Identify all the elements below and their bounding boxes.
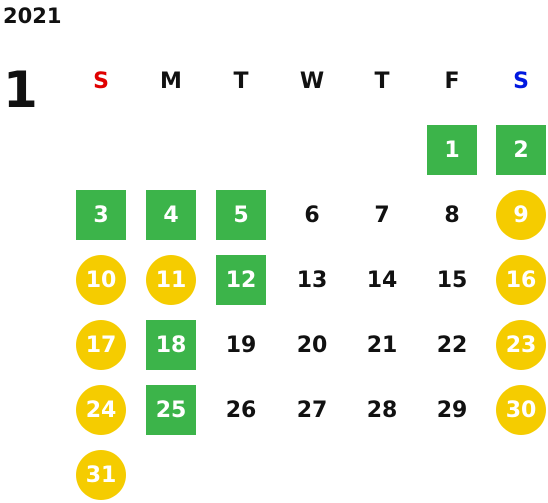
weekday-thu: T <box>374 69 390 94</box>
day-cell: 19 <box>225 332 257 358</box>
day-cell: 28 <box>366 397 398 423</box>
day-cell: 9 <box>496 190 546 240</box>
day-cell: 26 <box>225 397 257 423</box>
day-cell: 15 <box>436 267 468 293</box>
weekday-sun: S <box>93 69 109 94</box>
day-cell: 25 <box>146 385 196 435</box>
day-cell: 4 <box>146 190 196 240</box>
day-cell: 8 <box>444 202 460 228</box>
day-cell: 18 <box>146 320 196 370</box>
day-cell: 17 <box>76 320 126 370</box>
day-cell: 5 <box>216 190 266 240</box>
weekday-tue: T <box>233 69 249 94</box>
day-cell: 6 <box>304 202 320 228</box>
weekday-sat: S <box>513 69 529 94</box>
day-cell: 11 <box>146 255 196 305</box>
weekday-fri: F <box>444 69 460 94</box>
day-cell: 31 <box>76 450 126 500</box>
day-cell: 21 <box>366 332 398 358</box>
day-cell: 1 <box>427 125 477 175</box>
day-cell: 30 <box>496 385 546 435</box>
day-cell: 12 <box>216 255 266 305</box>
day-cell: 3 <box>76 190 126 240</box>
day-cell: 14 <box>366 267 398 293</box>
day-cell: 16 <box>496 255 546 305</box>
day-cell: 22 <box>436 332 468 358</box>
day-cell: 27 <box>296 397 328 423</box>
month-number: 1 <box>3 61 38 119</box>
weekday-wed: W <box>299 69 325 94</box>
day-cell: 29 <box>436 397 468 423</box>
weekday-mon: M <box>160 69 182 94</box>
day-cell: 10 <box>76 255 126 305</box>
year-label: 2021 <box>3 4 62 28</box>
day-cell: 23 <box>496 320 546 370</box>
day-cell: 24 <box>76 385 126 435</box>
day-cell: 13 <box>296 267 328 293</box>
day-cell: 7 <box>374 202 390 228</box>
day-cell: 20 <box>296 332 328 358</box>
day-cell: 2 <box>496 125 546 175</box>
